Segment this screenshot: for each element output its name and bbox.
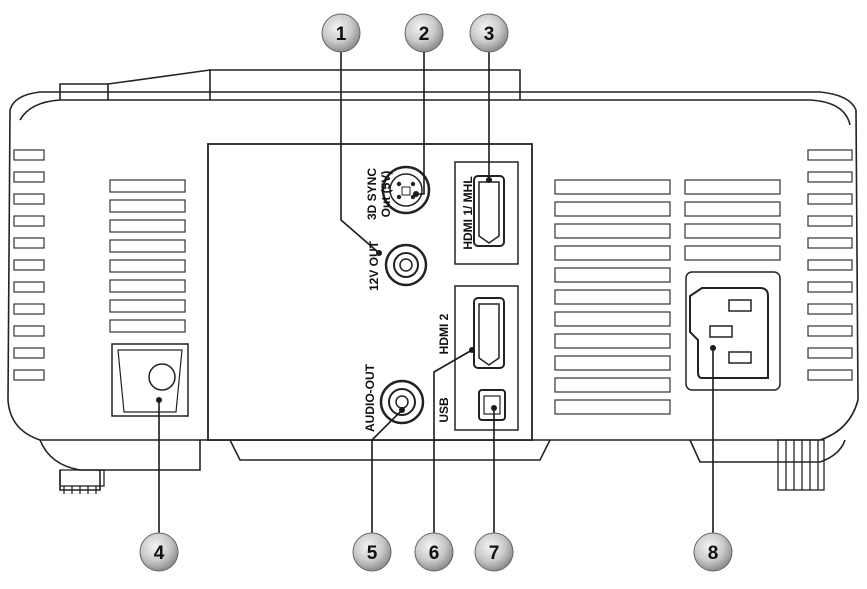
security-slot [111,343,189,417]
sync-label-line2: Out (5V) [379,171,393,218]
callout-2-number: 2 [419,24,430,45]
callout-5: 5 [352,532,392,572]
audio-out-jack [379,379,425,425]
twelve-v-jack [384,243,428,287]
callout-3: 3 [469,13,509,53]
callout-1-number: 1 [336,24,347,45]
sync-port [381,165,431,215]
usb-port [478,389,506,421]
callout-6: 6 [414,532,454,572]
hdmi-2-port [454,285,519,431]
power-inlet [685,271,781,391]
callout-5-number: 5 [367,543,378,564]
callout-7: 7 [474,532,514,572]
callout-6-number: 6 [429,543,440,564]
leader-lines [158,52,714,533]
callout-7-number: 7 [489,543,500,564]
callout-8-number: 8 [708,543,719,564]
callout-3-number: 3 [484,24,495,45]
left-vents [13,149,186,381]
callout-4-number: 4 [154,543,165,564]
hdmi-2-label: HDMI 2 [437,313,451,354]
audio-out-label: AUDIO-OUT [363,363,377,432]
callout-1: 1 [321,13,361,53]
right-foot [777,439,825,491]
right-vents [554,149,853,415]
left-foot [59,469,105,494]
callout-4: 4 [139,532,179,572]
sync-label-line1: 3D SYNC [365,168,379,220]
usb-label: USB [437,397,451,423]
leader-dots [156,177,716,413]
callout-2: 2 [404,13,444,53]
hdmi-1-label: HDMI 1/ MHL [461,176,475,249]
callout-8: 8 [693,532,733,572]
